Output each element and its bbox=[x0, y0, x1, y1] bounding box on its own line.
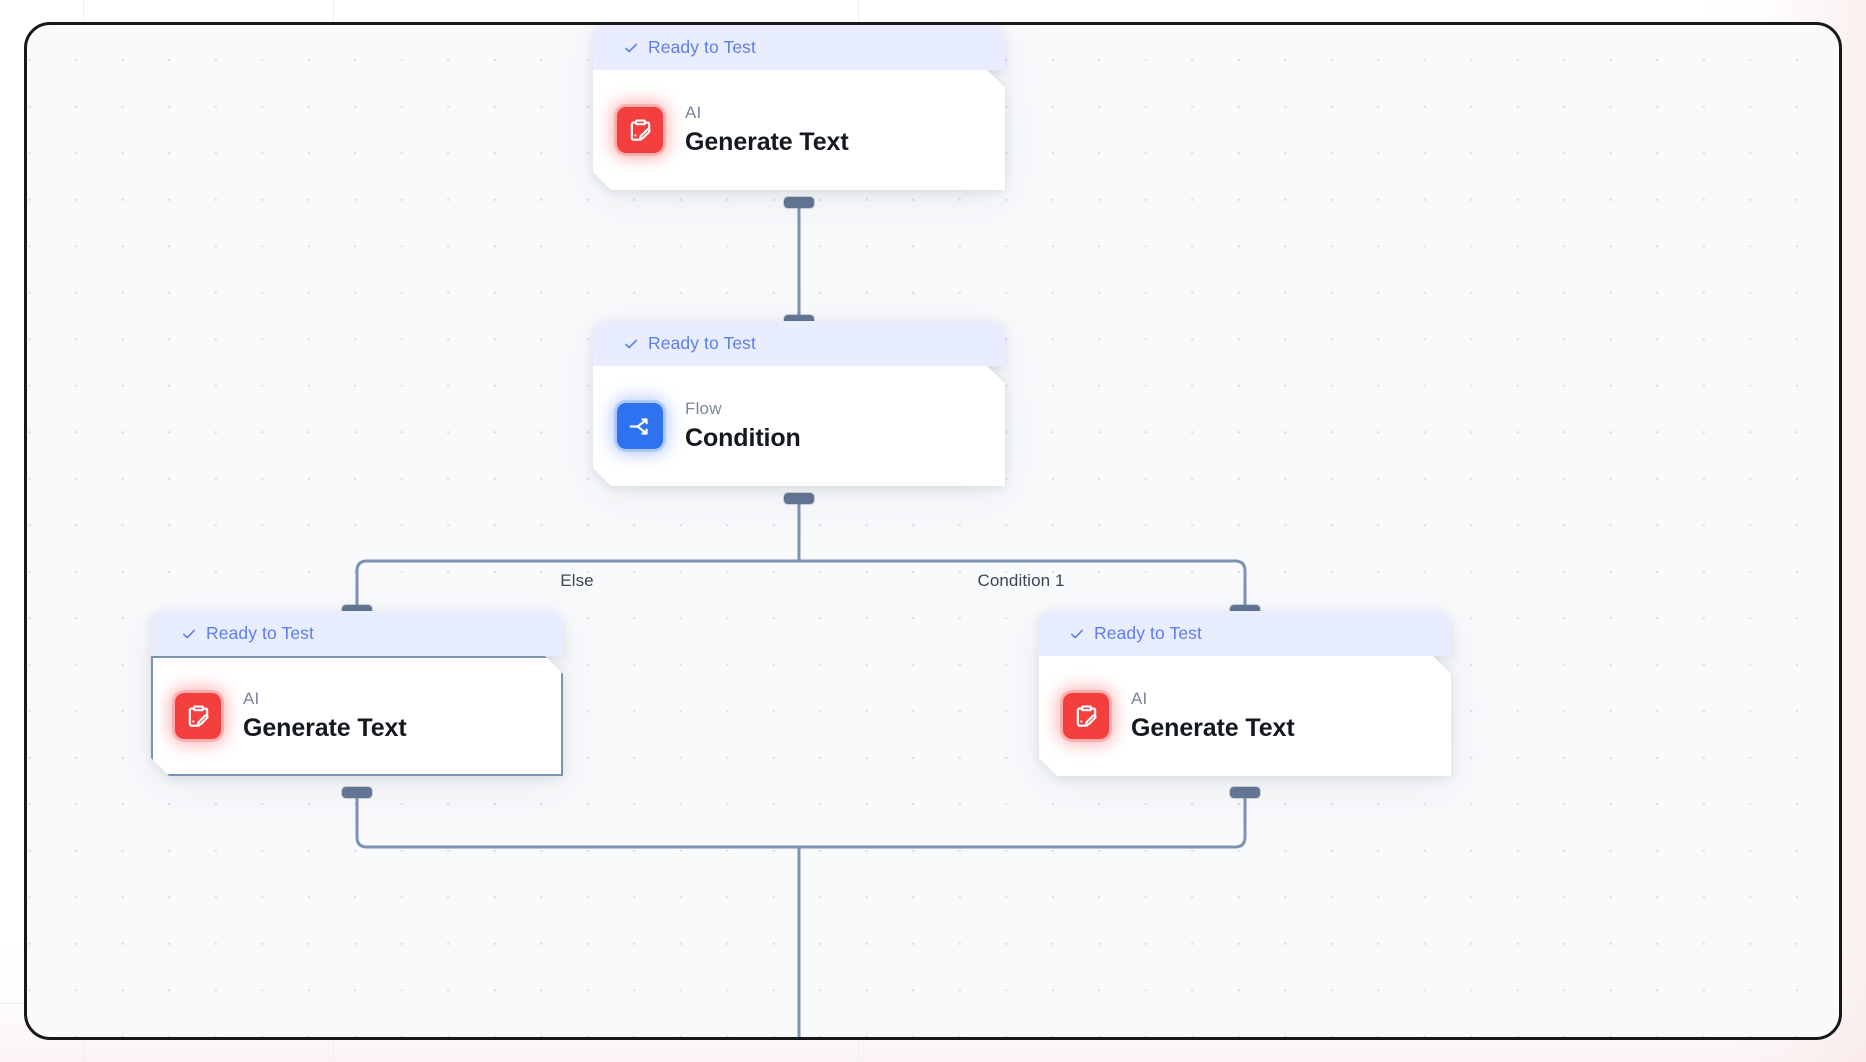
node-status-bar: Ready to Test bbox=[151, 611, 563, 656]
handle-target-condition[interactable] bbox=[784, 315, 814, 326]
branch-split-icon bbox=[617, 403, 663, 449]
handle-source-else-node[interactable] bbox=[342, 787, 372, 798]
node-generate-text-top[interactable]: Ready to Test AI Generate Text bbox=[593, 25, 1005, 190]
handle-source-condition1-node[interactable] bbox=[1230, 787, 1260, 798]
node-meta: AI Generate Text bbox=[685, 104, 849, 156]
node-status-label: Ready to Test bbox=[206, 622, 314, 643]
canvas-grid bbox=[27, 25, 1839, 1037]
check-icon bbox=[1071, 629, 1083, 638]
handle-source-condition[interactable] bbox=[784, 493, 814, 504]
node-status-label: Ready to Test bbox=[648, 332, 756, 353]
node-body[interactable]: AI Generate Text bbox=[1039, 656, 1451, 776]
node-kind-label: AI bbox=[685, 103, 702, 123]
handle-source-top-node[interactable] bbox=[784, 197, 814, 208]
node-status-label: Ready to Test bbox=[1094, 622, 1202, 643]
check-icon bbox=[625, 43, 637, 52]
clipboard-pencil-icon bbox=[175, 693, 221, 739]
node-kind-label: AI bbox=[1131, 689, 1148, 709]
node-kind-label: AI bbox=[243, 689, 260, 709]
node-condition[interactable]: Ready to Test Flow Condition bbox=[593, 321, 1005, 486]
node-generate-text-else[interactable]: Ready to Test AI Generate Text bbox=[151, 611, 563, 776]
node-meta: AI Generate Text bbox=[1131, 690, 1295, 742]
node-title-label: Generate Text bbox=[243, 713, 407, 742]
edge-label-else[interactable]: Else bbox=[560, 571, 594, 590]
node-body[interactable]: AI Generate Text bbox=[151, 656, 563, 776]
clipboard-pencil-icon bbox=[1063, 693, 1109, 739]
node-body[interactable]: AI Generate Text bbox=[593, 70, 1005, 190]
clipboard-pencil-icon bbox=[617, 107, 663, 153]
handle-target-else-node[interactable] bbox=[342, 605, 372, 616]
node-title-label: Condition bbox=[685, 423, 801, 452]
handle-target-condition1-node[interactable] bbox=[1230, 605, 1260, 616]
check-icon bbox=[625, 339, 637, 348]
node-status-bar: Ready to Test bbox=[1039, 611, 1451, 656]
node-title-label: Generate Text bbox=[685, 127, 849, 156]
edge-label-condition-1[interactable]: Condition 1 bbox=[977, 571, 1065, 590]
check-icon bbox=[183, 629, 195, 638]
node-title-label: Generate Text bbox=[1131, 713, 1295, 742]
node-status-bar: Ready to Test bbox=[593, 25, 1005, 70]
workflow-canvas[interactable]: Else Condition 1 Ready to Test bbox=[24, 22, 1842, 1040]
node-status-label: Ready to Test bbox=[648, 36, 756, 57]
node-meta: AI Generate Text bbox=[243, 690, 407, 742]
node-status-bar: Ready to Test bbox=[593, 321, 1005, 366]
node-kind-label: Flow bbox=[685, 399, 722, 419]
node-meta: Flow Condition bbox=[685, 400, 801, 452]
node-body[interactable]: Flow Condition bbox=[593, 366, 1005, 486]
node-generate-text-condition-1[interactable]: Ready to Test AI Generate Text bbox=[1039, 611, 1451, 776]
